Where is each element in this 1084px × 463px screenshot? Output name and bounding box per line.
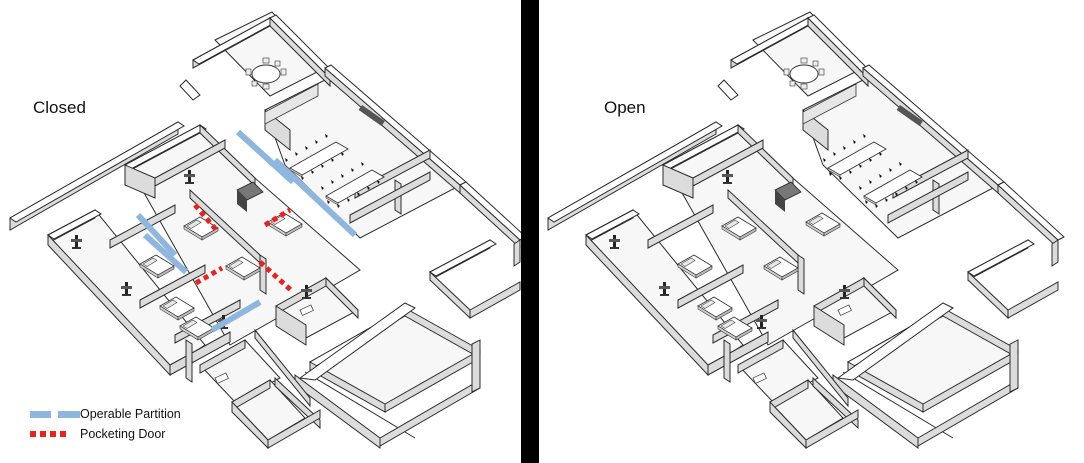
legend-door-label: Pocketing Door [80,427,166,441]
door-swatch-icon [30,431,68,437]
closed-label: Closed [33,98,86,117]
open-floor-plan [548,12,1064,448]
pocketing-doors [193,203,295,294]
closed-floor-plan [10,12,526,448]
operable-partitions [135,129,358,333]
divider-bar [521,0,539,463]
legend-partition-label: Operable Partition [80,407,181,421]
partition-swatch-icon [30,411,80,418]
open-label: Open [604,98,646,117]
